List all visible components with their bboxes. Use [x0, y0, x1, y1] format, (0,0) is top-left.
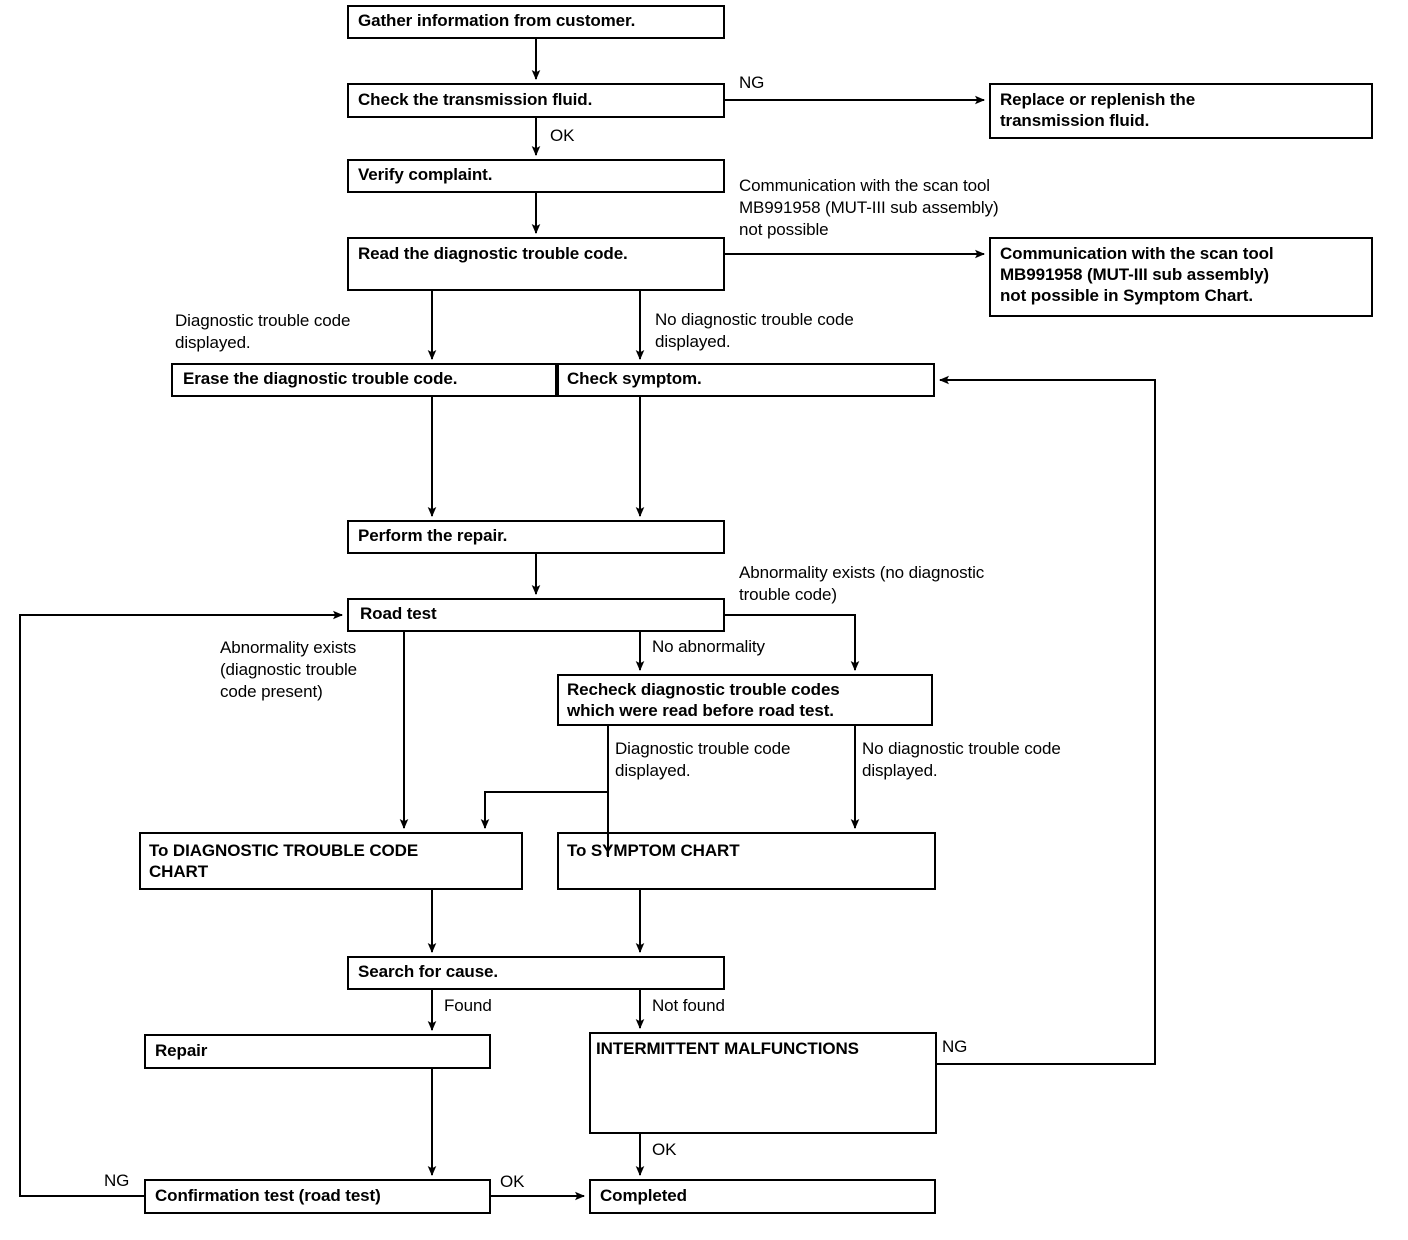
node-completed-box — [589, 1179, 936, 1214]
node-gather-box — [347, 5, 725, 39]
node-gather-label: Gather information from customer. — [358, 11, 636, 30]
node-verify-box — [347, 159, 725, 193]
node-recheck-dtc-label: Recheck diagnostic trouble codes which w… — [567, 680, 840, 720]
edge-label-no-dtc-displayed-2: No diagnostic trouble code displayed. — [862, 739, 1061, 780]
node-erase-dtc-box — [171, 363, 557, 397]
node-read-dtc-label: Read the diagnostic trouble code. — [358, 244, 628, 263]
node-verify-label: Verify complaint. — [358, 165, 493, 184]
node-repair-box — [144, 1034, 491, 1069]
node-perform-repair-label: Perform the repair. — [358, 526, 508, 545]
edge-label-no-abnormality: No abnormality — [652, 637, 765, 656]
node-replace-fluid-box — [989, 83, 1373, 139]
edge-label-ng-intermittent: NG — [942, 1037, 968, 1056]
edge-label-dtc-displayed: Diagnostic trouble code displayed. — [175, 311, 351, 352]
node-read-dtc-box — [347, 237, 725, 291]
edge-confirm-test-ng-feedback — [19, 610, 343, 1197]
node-intermittent-box — [589, 1032, 937, 1134]
edge-label-ok-intermittent: OK — [652, 1140, 677, 1159]
node-check-symptom-box — [557, 363, 935, 397]
edge-label-dtc-displayed-2: Diagnostic trouble code displayed. — [615, 739, 791, 780]
edge-label-ok-fluid: OK — [550, 126, 575, 145]
node-check-fluid-label: Check the transmission fluid. — [358, 90, 593, 109]
node-confirm-test-label: Confirmation test (road test) — [155, 1186, 381, 1205]
edge-road-test-abnormal-no-dtc — [724, 614, 860, 671]
edge-label-ng-confirm: NG — [104, 1171, 130, 1190]
node-comm-label: Communication with the scan tool MB99195… — [1000, 244, 1274, 305]
edge-recheck-to-dtc-chart-path — [480, 725, 609, 829]
edge-label-not-found: Not found — [652, 996, 725, 1015]
node-intermittent-label: INTERMITTENT MALFUNCTIONS — [596, 1039, 859, 1058]
node-road-test-box — [347, 598, 725, 632]
edge-label-ok-confirm: OK — [500, 1172, 525, 1191]
node-completed-label: Completed — [600, 1186, 687, 1205]
edge-label-no-dtc-displayed: No diagnostic trouble code displayed. — [655, 310, 854, 351]
edge-label-comm-not-possible: Communication with the scan tool MB99195… — [739, 176, 999, 239]
node-to-dtc-chart-box — [139, 832, 523, 890]
node-check-symptom-label: Check symptom. — [567, 369, 702, 388]
node-replace-fluid-label: Replace or replenish the transmission fl… — [1000, 90, 1196, 130]
node-search-cause-label: Search for cause. — [358, 962, 499, 981]
edge-label-ng-fluid: NG — [739, 73, 765, 92]
edge-label-abnormality-no-dtc: Abnormality exists (no diagnostic troubl… — [739, 563, 985, 604]
edge-label-found: Found — [444, 996, 492, 1015]
node-road-test-label: Road test — [360, 604, 437, 623]
edge-intermittent-ng-feedback — [936, 375, 1156, 1065]
node-erase-dtc-label: Erase the diagnostic trouble code. — [183, 369, 458, 388]
node-check-fluid-box — [347, 83, 725, 118]
node-search-cause-box — [347, 956, 725, 990]
node-to-symptom-chart-label: To SYMPTOM CHART — [567, 841, 740, 860]
edge-label-abnormality-dtc-present: Abnormality exists (diagnostic trouble c… — [220, 638, 358, 701]
node-to-symptom-chart-box — [557, 832, 936, 890]
node-to-dtc-chart-label: To DIAGNOSTIC TROUBLE CODE CHART — [149, 841, 419, 881]
node-comm-box — [989, 237, 1373, 317]
node-recheck-dtc-box — [557, 674, 933, 726]
node-repair-label: Repair — [155, 1041, 208, 1060]
